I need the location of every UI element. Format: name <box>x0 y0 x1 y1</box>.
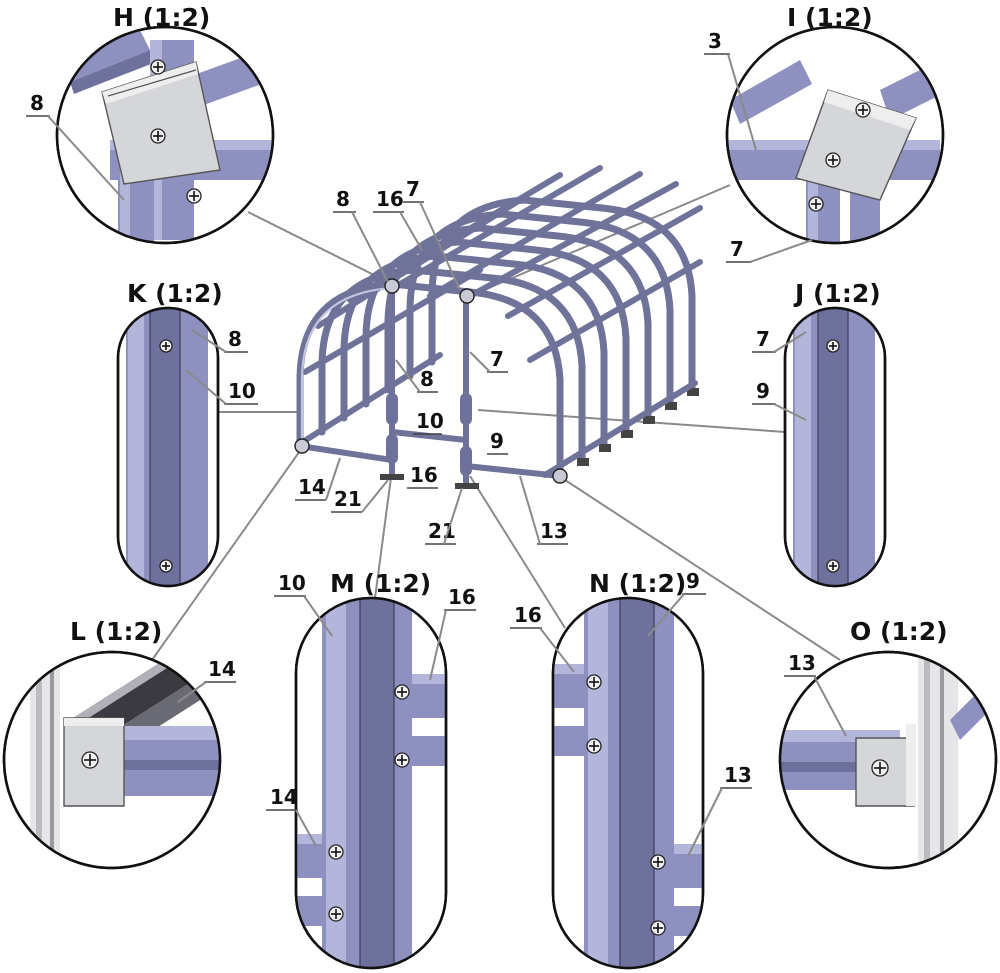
detail-l-label-14: 14 <box>208 657 236 681</box>
screw-icon <box>871 759 889 777</box>
main-label-7-top: 7 <box>406 177 420 201</box>
detail-j: J (1:2) 7 9 <box>752 279 887 588</box>
detail-i-label-7: 7 <box>730 237 744 261</box>
detail-o-label-13: 13 <box>788 651 816 675</box>
greenhouse-frame <box>294 165 703 489</box>
detail-k: K (1:2) 8 10 <box>116 279 258 588</box>
rear-arch <box>340 252 608 452</box>
main-part-labels: 8 16 7 7 8 10 9 16 14 21 21 13 <box>295 177 568 545</box>
main-label-10: 10 <box>416 409 444 433</box>
detail-n: N (1:2) 16 9 <box>510 569 752 970</box>
detail-j-label-7: 7 <box>756 327 770 351</box>
main-label-9: 9 <box>490 429 504 453</box>
detail-h-label-8: 8 <box>30 91 44 115</box>
main-label-14: 14 <box>298 475 326 499</box>
arch-foot <box>665 402 677 410</box>
detail-m-label-14: 14 <box>270 785 298 809</box>
detail-n-label-13: 13 <box>724 763 752 787</box>
main-label-8: 8 <box>336 187 350 211</box>
arch-foot <box>621 430 633 438</box>
screw-icon <box>159 339 173 573</box>
detail-j-label-9: 9 <box>756 379 770 403</box>
detail-n-title: N (1:2) <box>589 569 686 598</box>
screw-icon <box>808 102 871 212</box>
detail-m-label-16: 16 <box>448 585 476 609</box>
screw-icon <box>586 674 666 936</box>
arch-foot <box>577 458 589 466</box>
detail-n-label-9: 9 <box>686 569 700 593</box>
rear-arch <box>362 238 630 438</box>
main-label-16-lower: 16 <box>410 463 438 487</box>
arch-foot <box>643 416 655 424</box>
main-label-7: 7 <box>490 347 504 371</box>
detail-l: L (1:2) 14 <box>2 617 236 870</box>
detail-o: O (1:2) 13 <box>778 617 998 870</box>
detail-k-title: K (1:2) <box>127 279 223 308</box>
detail-m: M (1:2) 10 16 <box>266 569 476 970</box>
main-label-13: 13 <box>540 519 568 543</box>
main-label-16: 16 <box>376 187 404 211</box>
screw-icon <box>81 751 99 769</box>
detail-k-label-10: 10 <box>228 379 256 403</box>
main-label-21-left: 21 <box>334 487 362 511</box>
detail-n-label-16: 16 <box>514 603 542 627</box>
detail-k-label-8: 8 <box>228 327 242 351</box>
detail-l-title: L (1:2) <box>70 617 162 646</box>
main-label-8-lower: 8 <box>420 367 434 391</box>
leader-lines <box>151 184 841 661</box>
screw-icon <box>328 684 410 922</box>
screw-icon <box>826 339 840 573</box>
detail-m-title: M (1:2) <box>330 569 431 598</box>
detail-j-title: J (1:2) <box>793 279 881 308</box>
screw-icon <box>150 59 202 204</box>
arch-foot <box>599 444 611 452</box>
arch-foot <box>687 388 699 396</box>
detail-h: H (1:2) 8 <box>26 3 275 245</box>
detail-i-label-3: 3 <box>708 29 722 53</box>
detail-o-title: O (1:2) <box>850 617 948 646</box>
detail-i: I (1:2) 3 7 <box>704 3 945 263</box>
detail-m-label-10: 10 <box>278 571 306 595</box>
